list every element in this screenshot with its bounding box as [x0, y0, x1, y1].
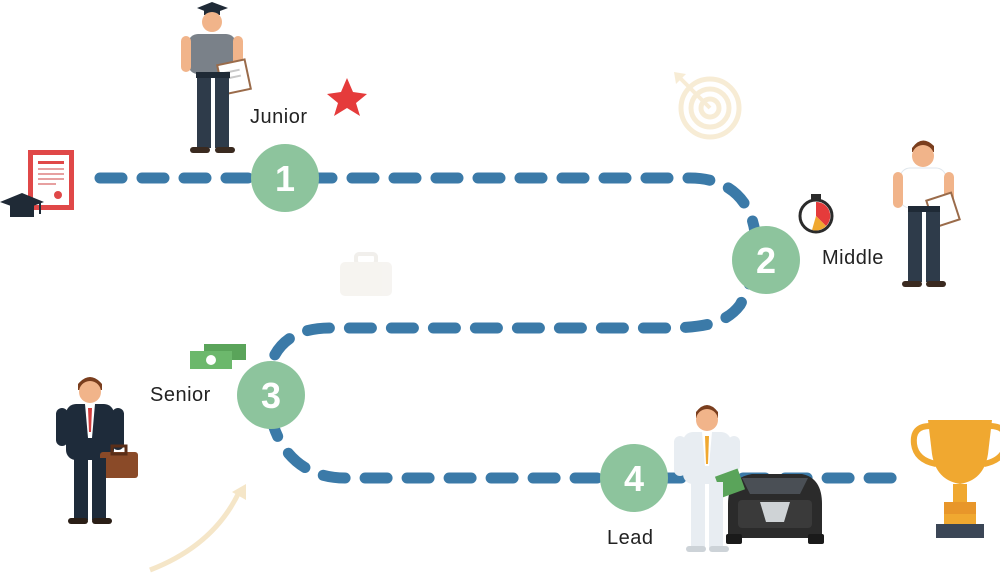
stage-1-number: 1	[275, 158, 295, 199]
arrow-head-icon	[232, 484, 246, 500]
stage-1-marker: 1	[251, 144, 319, 212]
junior-person-illustration	[181, 2, 252, 153]
stage-4-label: Lead	[607, 527, 654, 549]
stage-1-label: Junior	[250, 106, 308, 128]
stage-4-number: 4	[624, 458, 644, 499]
arrow-icon	[149, 488, 243, 573]
star-icon	[327, 78, 367, 116]
senior-person-illustration	[56, 377, 138, 524]
graduation-cap-icon	[0, 193, 44, 217]
stage-2-label: Middle	[822, 247, 884, 269]
briefcase-icon	[340, 252, 392, 296]
target-icon	[674, 72, 742, 140]
stage-3-marker: 3	[237, 361, 305, 429]
stopwatch-icon	[798, 194, 834, 234]
stage-3-label: Senior	[150, 384, 211, 406]
money-icon	[190, 344, 246, 369]
stage-2-marker: 2	[732, 226, 800, 294]
lead-person-illustration	[674, 405, 746, 552]
middle-person-illustration	[893, 140, 961, 287]
stage-4-marker: 4	[600, 444, 668, 512]
stage-2-number: 2	[756, 240, 776, 281]
stage-3-number: 3	[261, 375, 281, 416]
trophy-icon	[910, 420, 1000, 538]
car-icon	[726, 474, 824, 544]
career-path-line	[94, 172, 911, 484]
